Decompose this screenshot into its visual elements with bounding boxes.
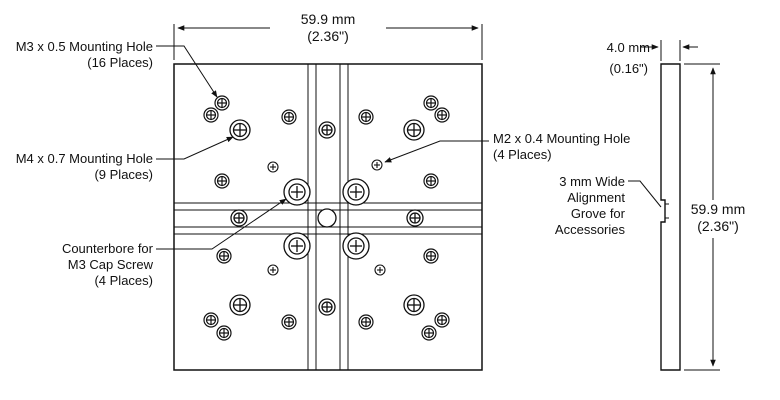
thickness-mm: 4.0 mm: [607, 40, 650, 55]
vertical-groove: [307, 64, 349, 370]
m3-hole: [434, 107, 450, 123]
m2-hole: [267, 264, 279, 276]
callout-counterbore-line3: (4 Places): [94, 273, 153, 288]
thickness-dimension: 4.0 mm (0.16"): [607, 40, 698, 76]
callout-groove-line3: Grove for: [571, 206, 626, 221]
plate-front-view: [173, 63, 483, 371]
m2-hole: [371, 159, 383, 171]
m3-hole: [423, 173, 439, 189]
callout-counterbore: Counterbore for M3 Cap Screw (4 Places): [62, 198, 287, 288]
side-height-mm: 59.9 mm: [691, 201, 745, 217]
counterbore: [342, 178, 370, 206]
m4-hole: [229, 294, 251, 316]
m3-hole: [281, 314, 297, 330]
m4-mounting-holes: [229, 119, 425, 316]
counterbores: [283, 178, 370, 260]
m4-hole: [230, 209, 248, 227]
side-profile: [660, 63, 681, 371]
m3-hole: [216, 325, 232, 341]
callout-m4-hole: M4 x 0.7 Mounting Hole (9 Places): [16, 136, 234, 182]
m3-hole: [434, 312, 450, 328]
counterbore: [283, 178, 311, 206]
callout-m3-line2: (16 Places): [87, 55, 153, 70]
top-width-dimension: 59.9 mm (2.36"): [173, 11, 483, 60]
m3-hole: [423, 248, 439, 264]
m4-hole: [403, 294, 425, 316]
m2-hole: [267, 161, 279, 173]
callout-groove-line1: 3 mm Wide: [559, 174, 625, 189]
callout-m4-line2: (9 Places): [94, 167, 153, 182]
callout-m2-hole: M2 x 0.4 Mounting Hole (4 Places): [384, 131, 630, 163]
callout-groove: 3 mm Wide Alignment Grove for Accessorie…: [555, 174, 662, 237]
callout-m3-hole: M3 x 0.5 Mounting Hole (16 Places): [16, 39, 218, 98]
counterbore: [342, 232, 370, 260]
side-height-dimension: 59.9 mm (2.36"): [684, 63, 745, 371]
m3-hole: [423, 95, 439, 111]
m4-hole: [403, 119, 425, 141]
callout-m3-line1: M3 x 0.5 Mounting Hole: [16, 39, 153, 54]
side-height-inch: (2.36"): [697, 218, 739, 234]
top-width-inch: (2.36"): [307, 28, 349, 44]
m4-hole: [406, 209, 424, 227]
top-width-mm: 59.9 mm: [301, 11, 355, 27]
thickness-inch: (0.16"): [609, 61, 648, 76]
callout-groove-line2: Alignment: [567, 190, 625, 205]
callout-counterbore-line1: Counterbore for: [62, 241, 154, 256]
callout-m4-line1: M4 x 0.7 Mounting Hole: [16, 151, 153, 166]
m3-hole: [214, 173, 230, 189]
m3-mounting-holes: [203, 95, 450, 341]
m4-hole: [229, 119, 251, 141]
m3-hole: [358, 109, 374, 125]
m3-hole: [203, 107, 219, 123]
callout-counterbore-line2: M3 Cap Screw: [68, 257, 154, 272]
m3-hole: [216, 248, 232, 264]
m3-hole: [281, 109, 297, 125]
callout-m2-line2: (4 Places): [493, 147, 552, 162]
callout-groove-line4: Accessories: [555, 222, 626, 237]
m4-hole: [318, 298, 336, 316]
m3-hole: [358, 314, 374, 330]
counterbore: [283, 232, 311, 260]
m3-hole: [214, 95, 230, 111]
callout-m2-line1: M2 x 0.4 Mounting Hole: [493, 131, 630, 146]
m2-mounting-holes: [267, 159, 386, 276]
plate-side-view: [660, 63, 681, 371]
m3-hole: [421, 325, 437, 341]
m4-hole: [318, 121, 336, 139]
m3-hole: [203, 312, 219, 328]
m2-hole: [374, 264, 386, 276]
center-hole: [317, 208, 337, 228]
